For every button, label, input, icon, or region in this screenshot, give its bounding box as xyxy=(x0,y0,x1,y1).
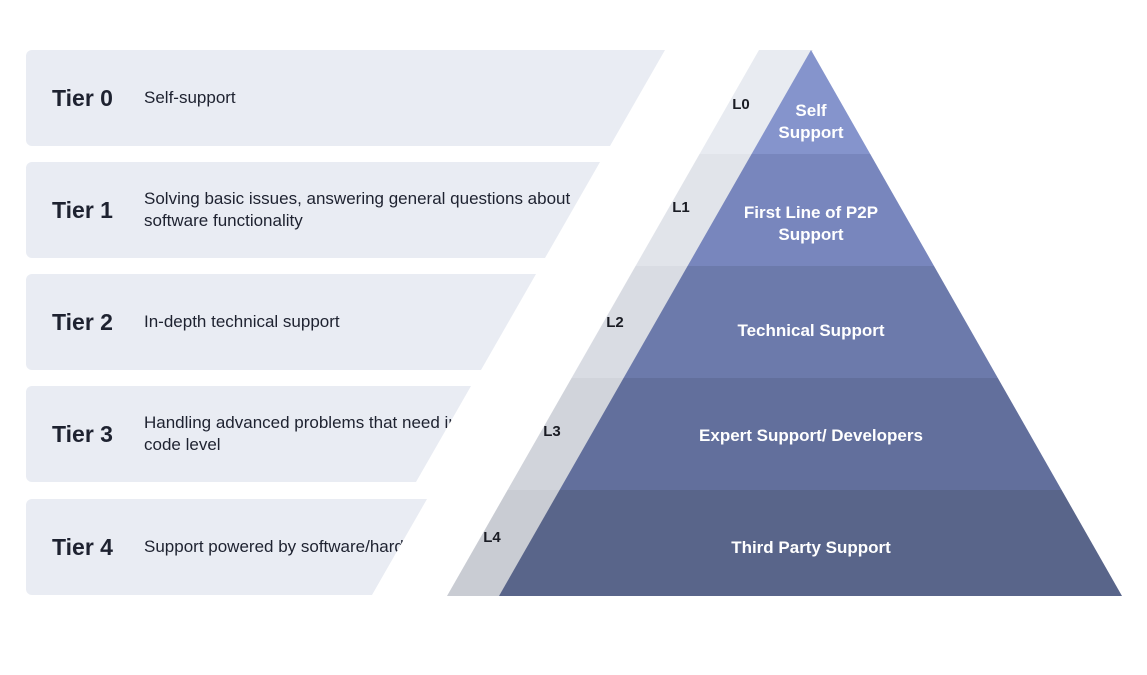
tier-description: Self-support xyxy=(144,88,236,107)
tier-row-0: Tier 0 Self-support xyxy=(26,50,665,146)
tier-row-1: Tier 1 Solving basic issues, answering ge… xyxy=(26,162,600,258)
tier-title: Tier 1 xyxy=(52,197,113,223)
tier-title: Tier 0 xyxy=(52,85,113,111)
tier-title: Tier 4 xyxy=(52,534,113,560)
tier-title: Tier 3 xyxy=(52,421,113,447)
tier-title: Tier 2 xyxy=(52,309,113,335)
tier-description: In-depth technical support xyxy=(144,312,340,331)
tier-description: Solving basic issues, answering general … xyxy=(144,189,571,230)
tier-description: Support powered by software/hardware ven… xyxy=(144,537,506,556)
tier-description: Handling advanced problems that need inv… xyxy=(144,413,592,454)
tier-row-2: Tier 2 In-depth technical support xyxy=(26,274,536,370)
